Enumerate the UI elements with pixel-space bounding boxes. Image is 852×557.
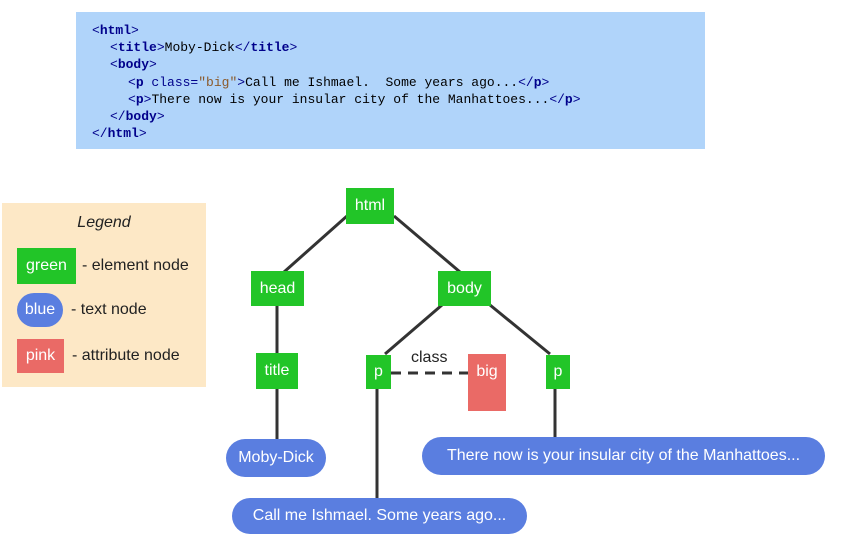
code-line-title: <title>Moby-Dick</title> — [110, 40, 298, 55]
code-line-body-open: <body> — [110, 57, 157, 72]
text-node-call-me-ishmael: Call me Ishmael. Some years ago... — [232, 498, 527, 534]
edge-body-p1 — [384, 303, 443, 356]
legend-label-element: - element node — [82, 257, 189, 274]
html-source-code-block: <html> <title>Moby-Dick</title> <body> <… — [76, 12, 705, 149]
node-body: body — [438, 271, 491, 306]
edge-html-body — [393, 214, 461, 274]
node-p-first: p — [366, 355, 391, 389]
node-p-second: p — [546, 355, 570, 389]
legend-title: Legend — [77, 214, 131, 231]
node-html: html — [346, 188, 394, 224]
code-line-p-big: <p class="big">Call me Ishmael. Some yea… — [128, 75, 550, 90]
code-line-html-open: <html> — [92, 23, 139, 38]
node-attribute-big: big — [468, 354, 506, 411]
node-head: head — [251, 271, 304, 306]
edge-body-p2 — [489, 303, 551, 356]
legend-swatch-element: green — [17, 248, 76, 284]
code-line-body-close: </body> — [110, 109, 165, 124]
node-title: title — [256, 353, 298, 389]
legend-label-attribute: - attribute node — [72, 347, 180, 364]
legend-panel: Legend green - element node blue - text … — [2, 203, 206, 387]
text-node-manhattoes: There now is your insular city of the Ma… — [422, 437, 825, 475]
legend-swatch-attribute: pink — [17, 339, 64, 373]
code-line-html-close: </html> — [92, 126, 147, 141]
legend-label-text: - text node — [71, 301, 147, 318]
edge-label-class: class — [411, 349, 448, 366]
code-line-p-manhattoes: <p>There now is your insular city of the… — [128, 92, 581, 107]
legend-swatch-text: blue — [17, 293, 63, 327]
text-node-moby-dick: Moby-Dick — [226, 439, 326, 477]
edge-html-head — [283, 214, 348, 274]
